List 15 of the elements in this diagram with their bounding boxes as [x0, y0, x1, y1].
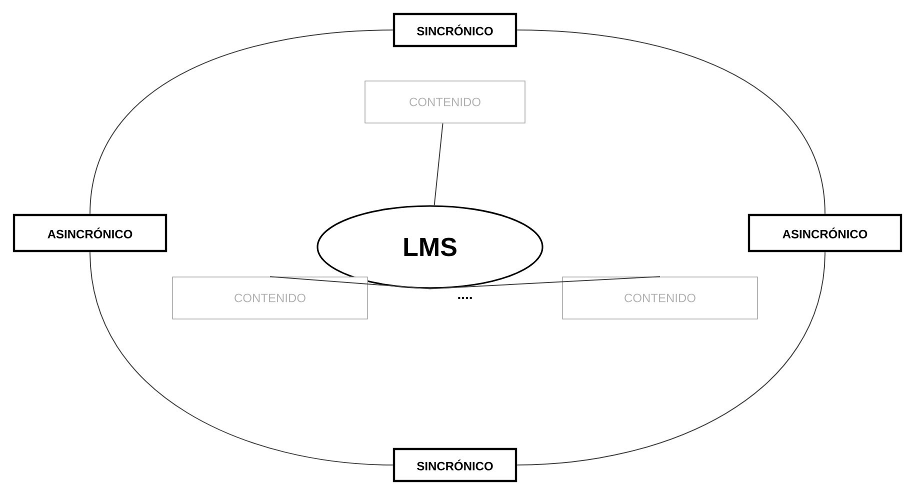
connector-line	[270, 276, 430, 290]
connector-line	[90, 252, 394, 466]
ellipsis-dots: ....	[458, 296, 472, 300]
mode-box: ASINCRÓNICO	[12, 214, 168, 252]
content-box: CONTENIDO	[172, 276, 368, 320]
connector-line	[516, 252, 826, 466]
connector-line	[434, 122, 444, 206]
mode-box: ASINCRÓNICO	[748, 214, 902, 252]
connector-line	[430, 276, 660, 290]
connector-line	[516, 30, 826, 214]
content-box: CONTENIDO	[562, 276, 758, 320]
mode-box: SINCRÓNICO	[392, 12, 518, 48]
connector-line	[90, 30, 394, 214]
content-box: CONTENIDO	[364, 80, 526, 124]
mode-box: SINCRÓNICO	[392, 448, 518, 482]
